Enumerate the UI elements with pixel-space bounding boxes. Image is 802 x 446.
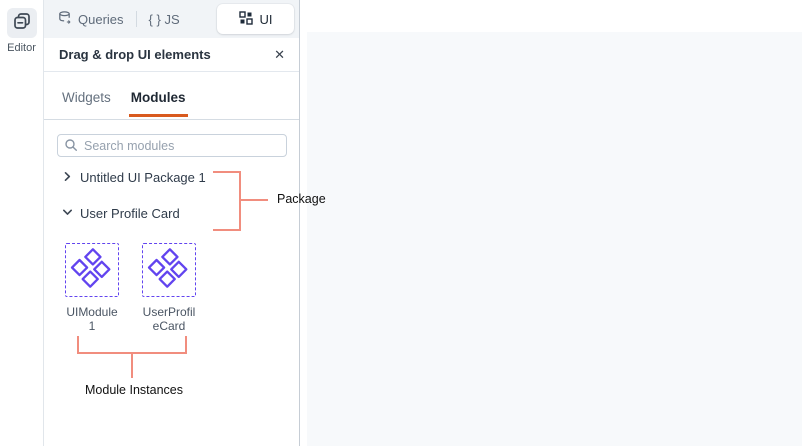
tab-widgets[interactable]: Widgets [60,90,113,119]
module-label-line1: UserProfil [142,305,196,319]
tab-ui-label: UI [259,11,273,27]
editor-label: Editor [7,42,36,54]
tab-ui[interactable]: UI [217,4,294,34]
module-cell: UserProfil eCard [141,243,197,333]
chevron-right-icon [62,168,72,186]
tab-widgets-label: Widgets [62,90,111,105]
tab-queries-label: Queries [78,11,124,27]
tab-modules-label: Modules [130,90,186,105]
panel-header: Drag & drop UI elements ✕ [44,38,299,72]
canvas-area [300,0,802,446]
search-wrapper [57,134,287,157]
module-card-userprofilecard[interactable] [142,243,196,297]
editor-segment-tabs: Queries { } JS UI [44,0,299,38]
tab-divider [135,11,137,27]
grid-icon [238,10,253,28]
module-card-uimodule1[interactable] [65,243,119,297]
ui-elements-panel: Queries { } JS UI Drag & drop UI [44,0,300,446]
module-diamonds-icon [145,244,193,297]
panel-title: Drag & drop UI elements [59,47,211,62]
database-icon [57,10,72,28]
editor-button[interactable] [6,8,37,38]
search-icon [64,138,78,157]
module-instances-row: UIModule 1 [64,243,299,333]
tab-js-label: { } JS [148,11,180,27]
module-label-line1: UIModule [66,305,118,319]
tab-js[interactable]: { } JS [149,12,180,27]
tab-queries[interactable]: Queries [57,10,124,28]
editor-pages-icon [12,11,32,36]
package-name: Untitled UI Package 1 [80,169,206,185]
chevron-down-icon [62,204,72,222]
module-label: UserProfil eCard [143,305,196,333]
search-modules-input[interactable] [57,134,287,157]
module-label-line2: 1 [88,319,96,333]
module-diamonds-icon [68,244,116,297]
panel-tabs: Widgets Modules [44,72,299,120]
close-icon[interactable]: ✕ [274,47,285,62]
package-row-untitled[interactable]: Untitled UI Package 1 [44,167,299,187]
canvas-surface[interactable] [307,32,802,446]
active-tab-underline [128,114,188,117]
module-cell: UIModule 1 [64,243,120,333]
tab-modules[interactable]: Modules [128,90,188,119]
modules-panel-content: Untitled UI Package 1 User Profile Card [44,120,299,446]
package-row-user-profile-card[interactable]: User Profile Card [44,203,299,223]
module-label-line2: eCard [152,319,186,333]
package-name: User Profile Card [80,205,180,221]
left-rail: Editor [0,0,44,446]
module-label: UIModule 1 [66,305,117,333]
